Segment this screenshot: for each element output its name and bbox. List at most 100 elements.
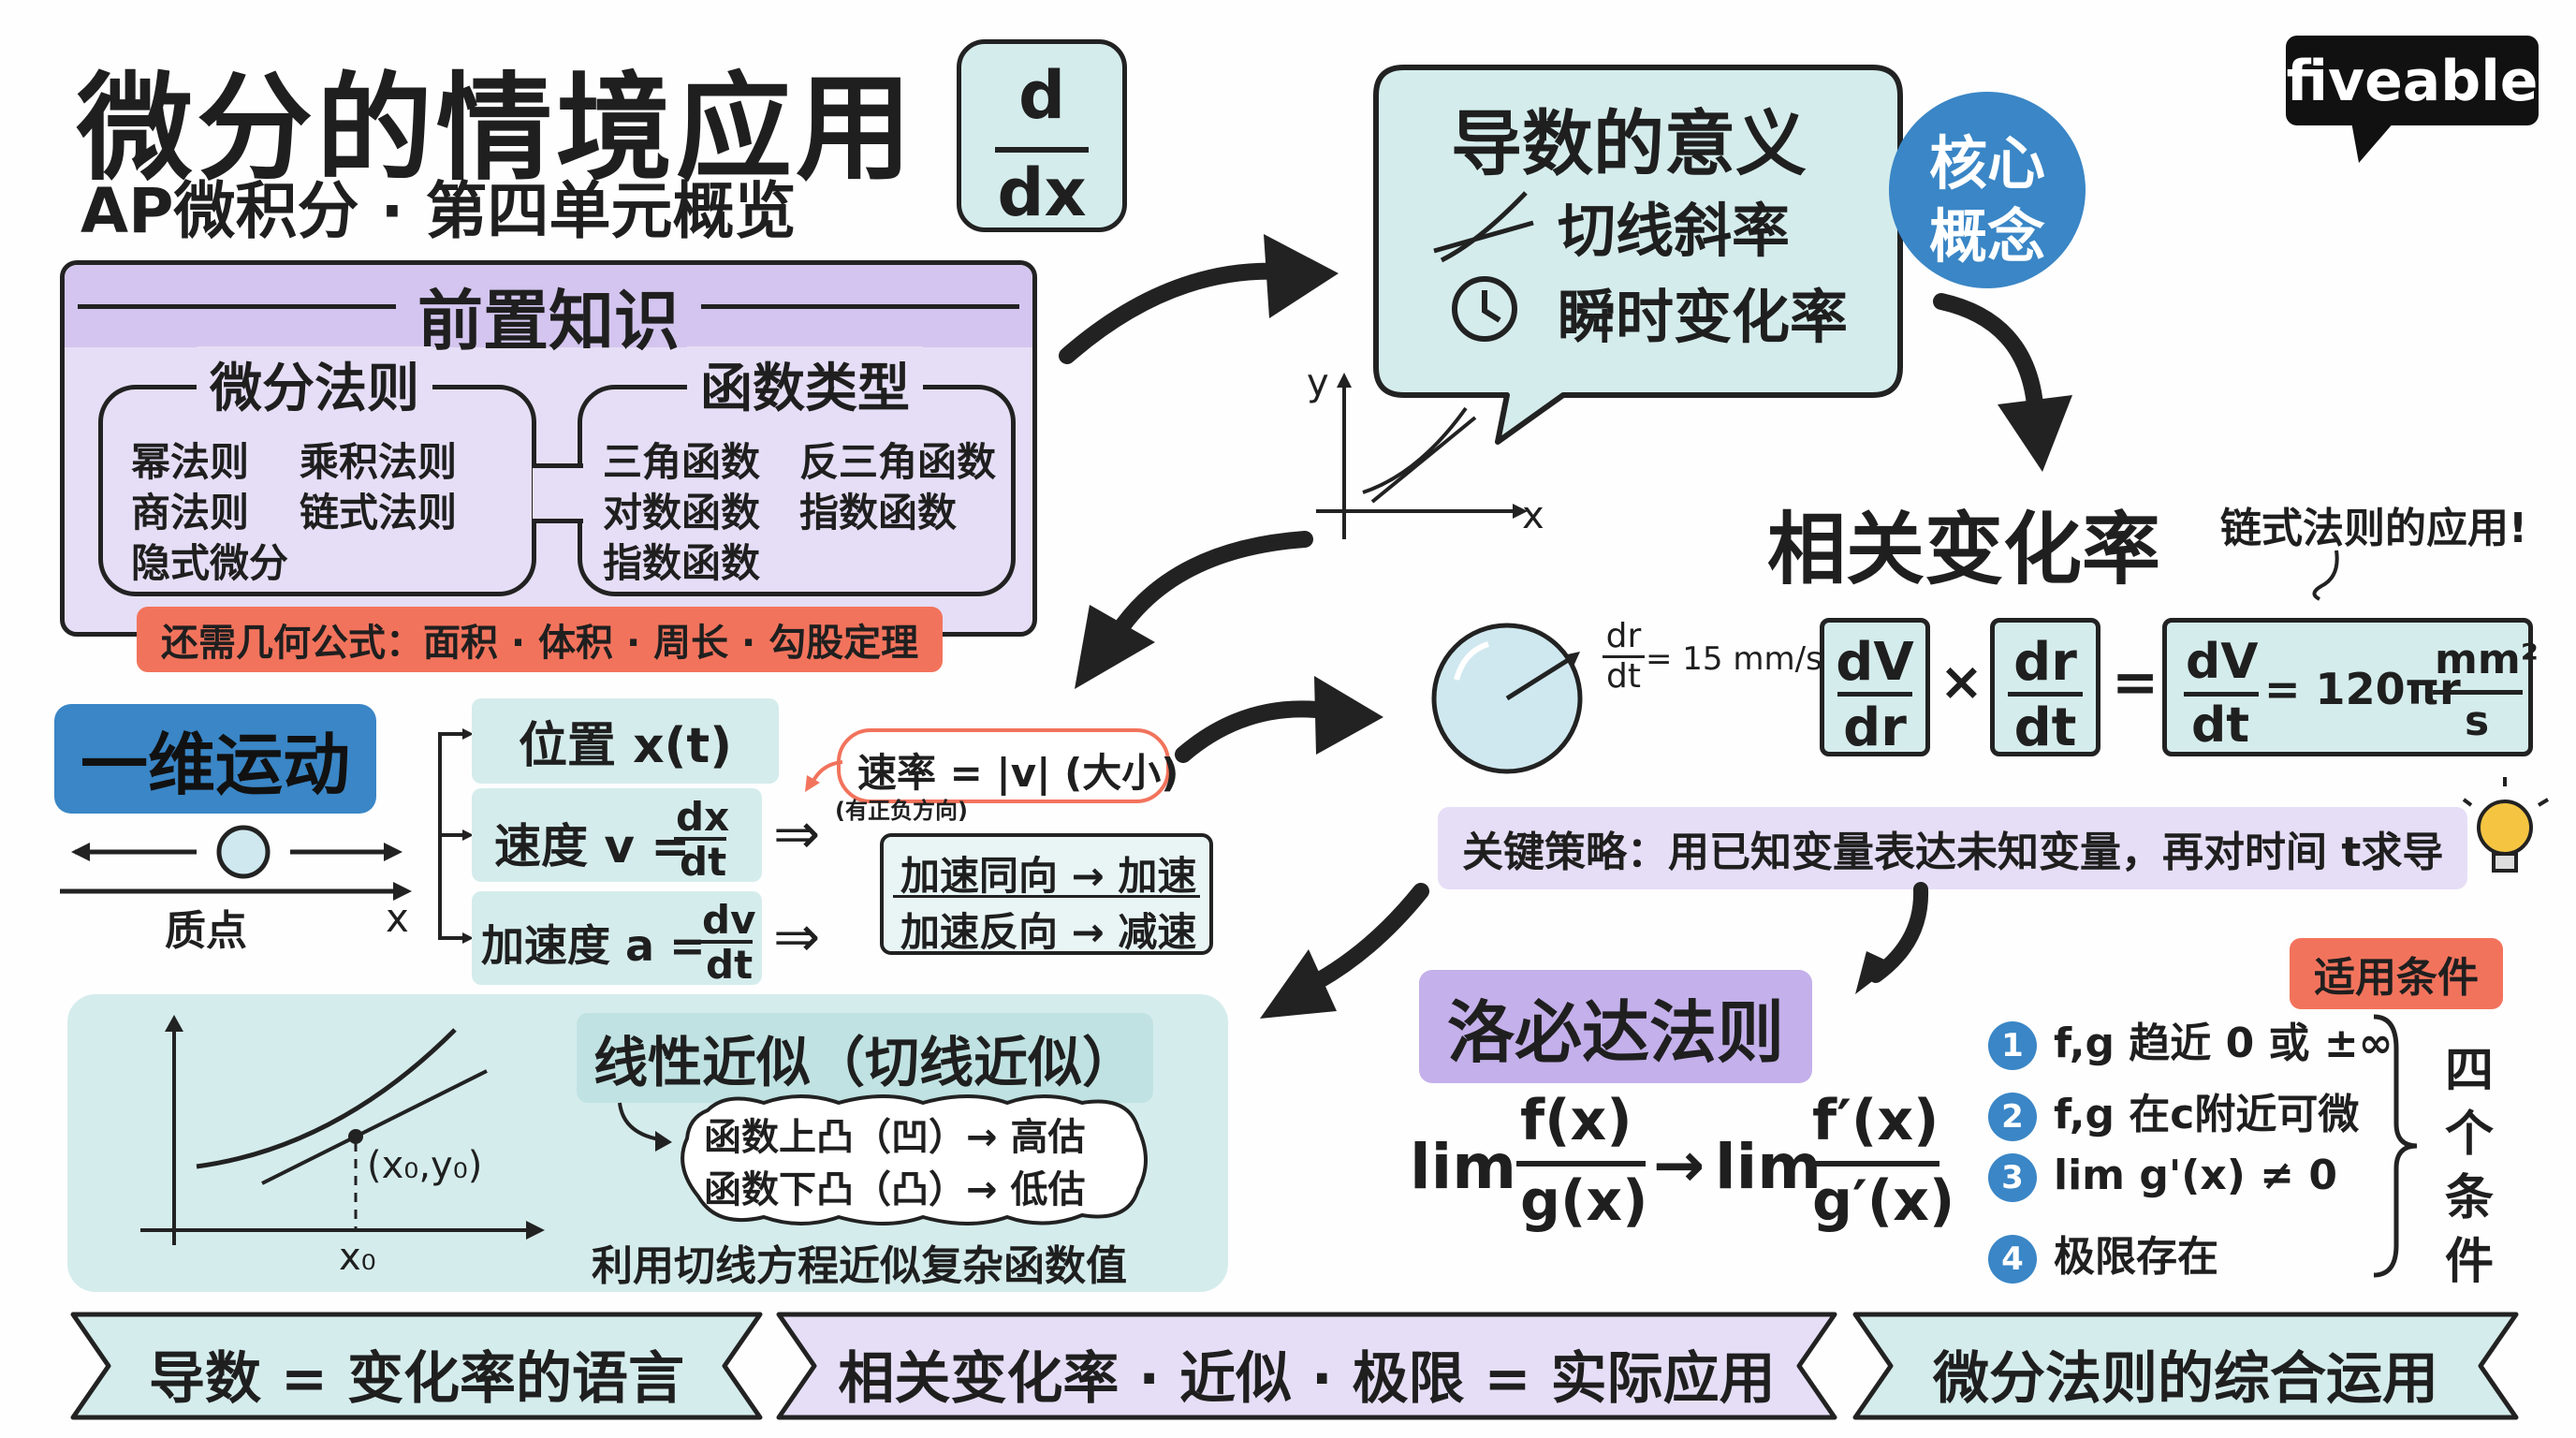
- r-value: = 120πr: [2264, 664, 2461, 714]
- linear-caption: 利用切线方程近似复杂函数值: [592, 1242, 1127, 1290]
- f2-bar: [2008, 692, 2083, 697]
- arrow-graph-to-motion: [1075, 531, 1313, 689]
- unit-num: mm²: [2435, 636, 2539, 683]
- type-exp-2: 指数函数: [603, 540, 761, 586]
- v-bar: [674, 837, 726, 841]
- f1-den: dr: [1843, 697, 1907, 758]
- chain-rule-note: 链式法则的应用!: [2220, 505, 2528, 552]
- lhopital-formula: lim f(x) g(x) → lim f′(x) g′(x): [1410, 1088, 1954, 1238]
- velocity-implies: ⇒: [773, 801, 821, 867]
- speed-box: 速率 = |v| (大小): [837, 728, 1179, 803]
- arrow-prior-to-meaning: [1059, 234, 1339, 364]
- sphere-icon: [1431, 623, 1583, 774]
- gp-den: g′(x): [1812, 1168, 1955, 1234]
- condition-4-number: 4: [1988, 1235, 2037, 1284]
- conditions-brace: [2373, 1014, 2418, 1278]
- types-title: 函数类型: [687, 346, 923, 422]
- tangent-graph: [1316, 373, 1528, 539]
- type-log: 对数函数: [603, 490, 761, 536]
- linear-title: 线性近似（切线近似）: [577, 1013, 1154, 1103]
- tangent-icon: [1433, 191, 1534, 263]
- condition-2-number: 2: [1988, 1093, 2037, 1141]
- dir-divider: [893, 895, 1200, 898]
- accel-implies: ⇒: [773, 904, 821, 970]
- linear-approx-graph: [140, 1015, 545, 1245]
- meaning-item-slope: 切线斜率: [1558, 197, 1791, 265]
- core-badge-line1: 核心: [1928, 129, 2045, 198]
- rate-den: dt: [1606, 657, 1641, 696]
- four-conditions: 四个条件: [2444, 1043, 2494, 1290]
- rules-title: 微分法则: [197, 346, 432, 422]
- velocity-box: 速度 v = dx dt: [472, 788, 762, 885]
- page-subtitle: AP微积分 · 第四单元概览: [80, 175, 797, 247]
- tangent-point-label: (x₀,y₀): [367, 1144, 483, 1187]
- fiveable-logo: fiveable: [2286, 36, 2539, 163]
- acceleration-box: 加速度 a = dv dt: [472, 891, 762, 988]
- derivative-badge: d dx: [957, 39, 1127, 232]
- condition-3-number: 3: [1988, 1153, 2037, 1202]
- formula-dr-dt: dr dt: [1990, 618, 2100, 758]
- lhopital-title: 洛必达法则: [1419, 970, 1813, 1083]
- arrow-speed-to-sphere: [1175, 676, 1383, 763]
- graph-x-label: x: [1522, 494, 1544, 537]
- a-num: dv: [702, 897, 756, 943]
- type-trig: 三角函数: [603, 439, 761, 485]
- page-title: 微分的情境应用: [77, 62, 916, 197]
- lightbulb-icon: [2462, 777, 2550, 873]
- header-rule-right: [701, 304, 1019, 309]
- r-bar: [2184, 692, 2259, 697]
- core-concept-badge: 核心 概念: [1889, 92, 2086, 288]
- position-box: 位置 x(t): [472, 698, 780, 784]
- banner-derivative-language: 导数 = 变化率的语言: [69, 1311, 764, 1421]
- graph-y-label: y: [1307, 361, 1329, 404]
- fp-bar: [1808, 1161, 1939, 1167]
- meaning-item-rate: 瞬时变化率: [1558, 283, 1849, 351]
- rule-quotient: 商法则: [131, 490, 250, 536]
- a-den: dt: [706, 942, 754, 988]
- header-rule-left: [78, 304, 396, 309]
- meaning-title: 导数的意义: [1451, 102, 1807, 185]
- condition-1-text: f,g 趋近 0 或 ±∞: [2054, 1020, 2393, 1067]
- rule-chain: 链式法则: [300, 490, 458, 536]
- groups-connector: [533, 463, 583, 523]
- r-num: dV: [2186, 634, 2259, 690]
- concavity-cloud: [681, 1094, 1148, 1225]
- f1-num: dV: [1836, 632, 1914, 693]
- unit-bar: [2433, 690, 2523, 695]
- v-den: dt: [680, 839, 727, 885]
- banner-2-text: 相关变化率 · 近似 · 极限 = 实际应用: [838, 1346, 1776, 1412]
- banner-rules-synthesis: 微分法则的综合运用: [1852, 1311, 2520, 1421]
- type-exp: 指数函数: [799, 490, 958, 536]
- condition-4-text: 极限存在: [2054, 1233, 2218, 1281]
- g-den: g(x): [1520, 1168, 1648, 1234]
- banner-3-text: 微分法则的综合运用: [1933, 1346, 2438, 1412]
- r-den: dt: [2191, 697, 2250, 754]
- arrow-strategy-to-linear: [1260, 883, 1429, 1019]
- banner-1-text: 导数 = 变化率的语言: [148, 1346, 685, 1412]
- same-direction: 加速同向 → 加速: [900, 853, 1197, 899]
- concave-down-text: 函数下凸（凸）→ 低估: [704, 1168, 1086, 1211]
- fp-num: f′(x): [1812, 1088, 1939, 1153]
- formula-result: dV dt = 120πr mm² s: [2162, 618, 2539, 756]
- core-badge-line2: 概念: [1928, 202, 2045, 271]
- arrow-meaning-to-related: [1933, 293, 2072, 472]
- rate-num: dr: [1602, 620, 1646, 658]
- f1-bar: [1837, 692, 1912, 697]
- f-num: f(x): [1520, 1088, 1632, 1153]
- rules-group: 微分法则 幂法则 乘积法则 商法则 链式法则 隐式微分: [98, 346, 536, 596]
- lim-1: lim: [1410, 1131, 1517, 1203]
- type-inverse-trig: 反三角函数: [799, 439, 997, 485]
- speed-text: 速率 = |v| (大小): [857, 750, 1179, 796]
- f2-den: dt: [2013, 697, 2077, 758]
- badge-denominator: dx: [997, 154, 1087, 231]
- rule-product: 乘积法则: [300, 439, 458, 485]
- banner-2-shape: [776, 1312, 1837, 1420]
- condition-3-text: lim g'(x) ≠ 0: [2054, 1152, 2338, 1199]
- prior-knowledge-title: 前置知识: [417, 283, 680, 360]
- velocity-label: 速度 v =: [494, 819, 691, 873]
- meaning-bubble: [1373, 65, 1903, 445]
- formula-dv-dr: dV dr: [1820, 618, 1930, 758]
- badge-numerator: d: [1017, 57, 1066, 134]
- motion-bracket: [438, 728, 474, 944]
